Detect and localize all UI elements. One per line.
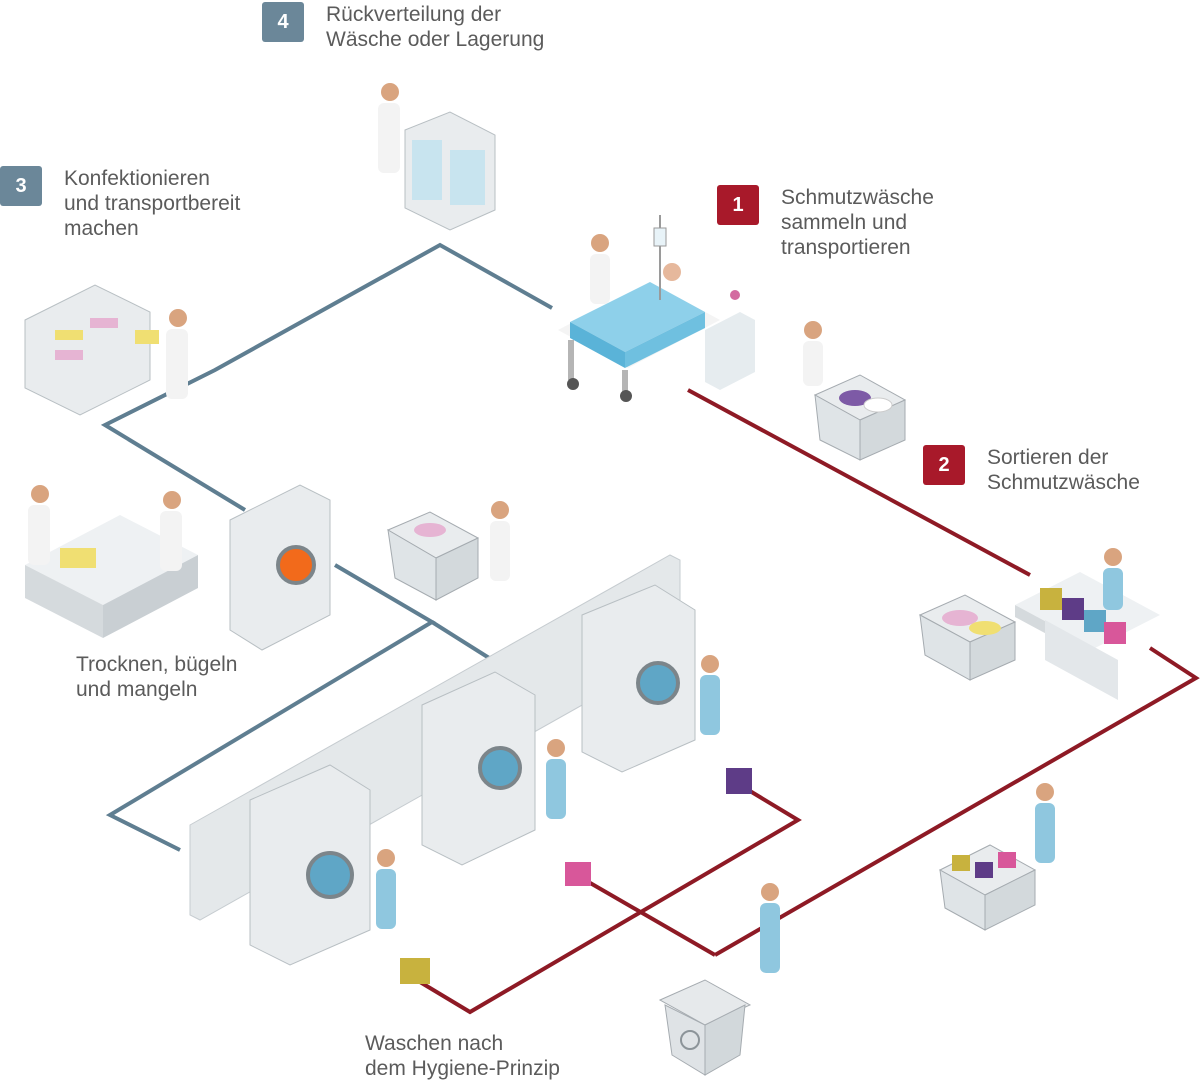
- dirty-flow-line: [687, 388, 1031, 577]
- dirty-flow-line-cross: [584, 878, 716, 957]
- clean-laundry-cart-icon: [386, 501, 510, 601]
- dryer-icon: [229, 484, 331, 651]
- dirty-flow-line-inner: [418, 783, 802, 1015]
- step-2-label: 2 Sortieren der Schmutzwäsche: [923, 445, 1140, 495]
- bucket-cart-icon: [938, 783, 1055, 931]
- step-4-number: 4: [262, 2, 304, 42]
- step-3-text: Konfektionieren und transportbereit mach…: [64, 167, 241, 240]
- linen-cabinet-icon: [24, 284, 188, 416]
- dirty-flow-line-right: [714, 646, 1200, 957]
- laundry-cart-icon: [803, 321, 907, 461]
- recycling-bin-icon: [658, 883, 780, 1076]
- washing-area-icon: [189, 554, 752, 984]
- ironing-table-icon: [25, 485, 198, 638]
- washing-label: Waschen nach dem Hygiene-Prinzip: [365, 1032, 560, 1080]
- clean-flow-line: [100, 242, 553, 512]
- step-3-number: 3: [0, 166, 42, 206]
- step-4-label: 2 4 Rückverteilung der Wäsche oder Lager…: [262, 2, 544, 52]
- step-1-number: 1: [717, 185, 759, 225]
- step-1-text: Schmutzwäsche sammeln und transportieren: [781, 186, 934, 259]
- sorted-laundry-cart-icon: [918, 594, 1017, 681]
- step-3-label: 3 Konfektionieren und transportbereit ma…: [0, 166, 240, 241]
- clean-flow-line-lower: [105, 563, 436, 852]
- step-2-number: 2: [923, 445, 965, 485]
- step-1-label: 1 Schmutzwäsche sammeln und transportier…: [717, 185, 934, 260]
- step-4-text: Rückverteilung der Wäsche oder Lagerung: [326, 3, 545, 51]
- transport-cabinet-icon: [378, 83, 496, 231]
- drying-label: Trocknen, bügeln und mangeln: [76, 653, 238, 701]
- sorting-table-icon: [1015, 548, 1160, 700]
- step-2-text: Sortieren der Schmutzwäsche: [987, 446, 1140, 494]
- hospital-bed-icon: [558, 215, 755, 402]
